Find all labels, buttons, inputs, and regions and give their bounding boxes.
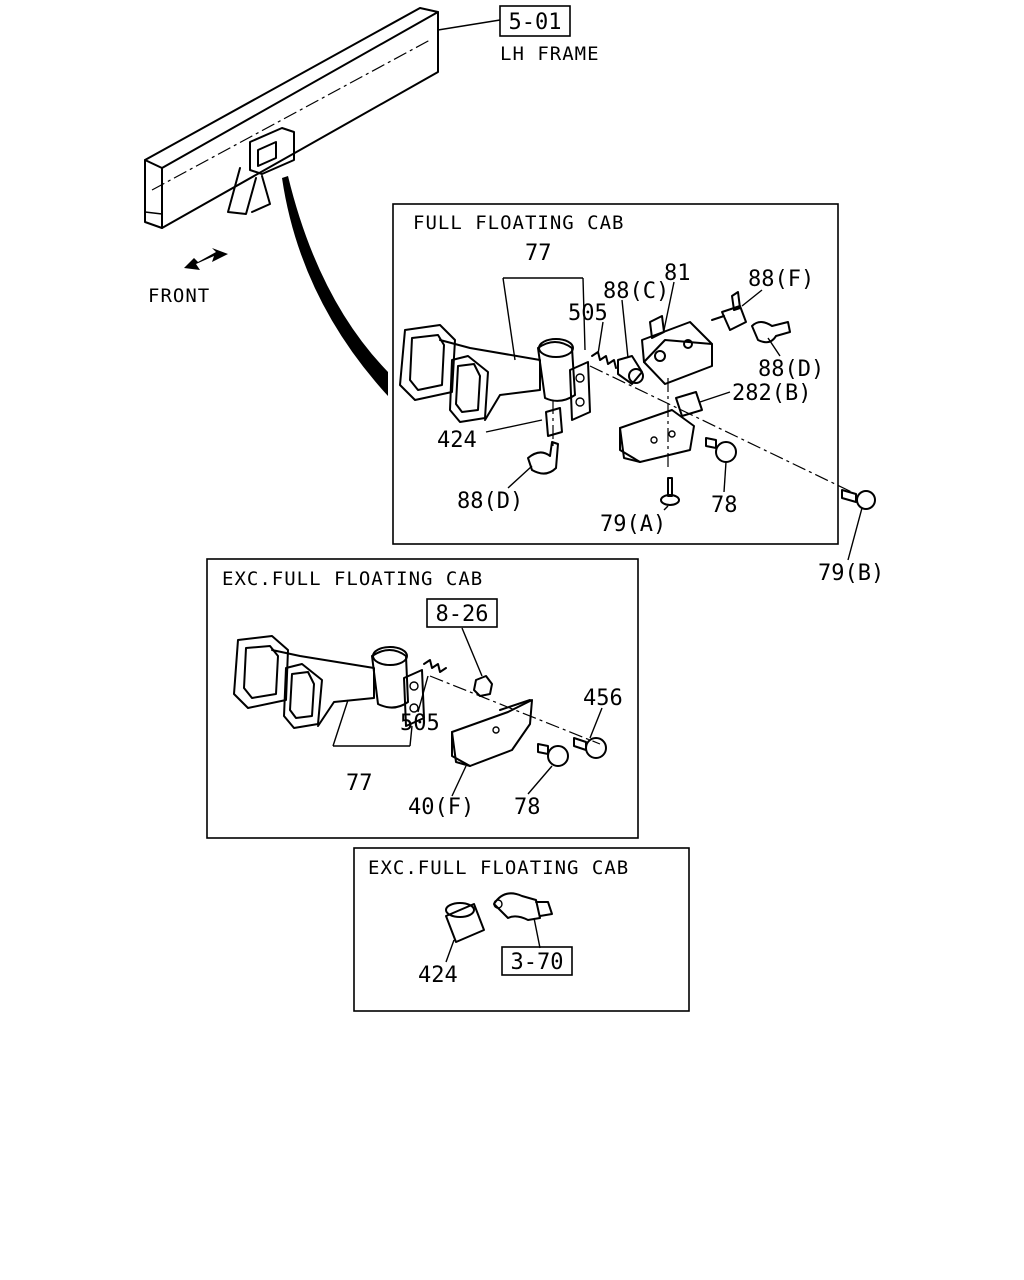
front-label: FRONT — [148, 285, 210, 307]
frame-ref[interactable]: 5-01 — [499, 5, 571, 37]
tee-88f — [711, 291, 747, 331]
ref-8-26-code: 8-26 — [436, 602, 489, 627]
label-79b: 79(B) — [818, 561, 884, 586]
label-505-exc: 505 — [400, 711, 440, 736]
label-505: 505 — [568, 301, 608, 326]
ref-8-26[interactable]: 8-26 — [426, 598, 498, 628]
sleeve-424 — [545, 407, 563, 437]
label-81: 81 — [664, 261, 691, 286]
bolt-79b — [841, 489, 876, 510]
label-78-exc: 78 — [514, 795, 541, 820]
bolt-456 — [573, 737, 607, 759]
valve-block-81 — [641, 315, 713, 385]
nut-8-26 — [473, 675, 493, 697]
ref-3-70-code: 3-70 — [511, 950, 564, 975]
ref-3-70[interactable]: 3-70 — [501, 946, 573, 976]
panel-full-title: FULL FLOATING CAB — [413, 212, 624, 234]
panel-exc-floating-cab-1: EXC.FULL FLOATING CAB 8-26 — [206, 558, 639, 839]
bracket — [619, 409, 695, 463]
bolt-78-exc — [537, 743, 569, 767]
label-77-exc: 77 — [346, 771, 373, 796]
panel-exc1-title: EXC.FULL FLOATING CAB — [222, 568, 483, 590]
elbow-88d-upper — [751, 321, 791, 344]
label-88f: 88(F) — [748, 267, 814, 292]
sleeve-424-exc — [445, 902, 485, 943]
bracket-40f — [451, 699, 533, 767]
clip-282b — [675, 391, 703, 417]
panel-exc2-title: EXC.FULL FLOATING CAB — [368, 857, 629, 879]
spring-505-exc — [423, 659, 447, 673]
label-424-exc: 424 — [418, 963, 458, 988]
panel-exc-floating-cab-2: EXC.FULL FLOATING CAB 3-70 424 — [353, 847, 690, 1012]
label-88c: 88(C) — [603, 279, 669, 304]
elbow-88d-lower — [527, 441, 559, 475]
cab-arm-77 — [399, 324, 591, 423]
fitting-88c — [617, 355, 644, 385]
label-78: 78 — [711, 493, 738, 518]
bolt-78 — [705, 437, 737, 463]
frame-ref-label: LH FRAME — [500, 43, 600, 65]
label-79a: 79(A) — [600, 512, 666, 537]
front-arrow-icon — [184, 248, 228, 270]
label-282b: 282(B) — [732, 381, 811, 406]
cab-arm-77-exc — [233, 635, 425, 729]
label-424: 424 — [437, 428, 477, 453]
label-88d-lower: 88(D) — [457, 489, 523, 514]
label-40f: 40(F) — [408, 795, 474, 820]
spring-505 — [591, 351, 617, 369]
callout-wedge — [282, 176, 388, 396]
label-88d-upper: 88(D) — [758, 357, 824, 382]
elbow-3-70 — [493, 892, 553, 921]
label-456: 456 — [583, 686, 623, 711]
lh-frame-rail — [144, 7, 501, 229]
bolt-79a — [660, 477, 680, 506]
frame-ref-code: 5-01 — [509, 10, 562, 35]
panel-full-floating-cab: FULL FLOATING CAB — [392, 203, 884, 586]
label-77: 77 — [525, 241, 552, 266]
